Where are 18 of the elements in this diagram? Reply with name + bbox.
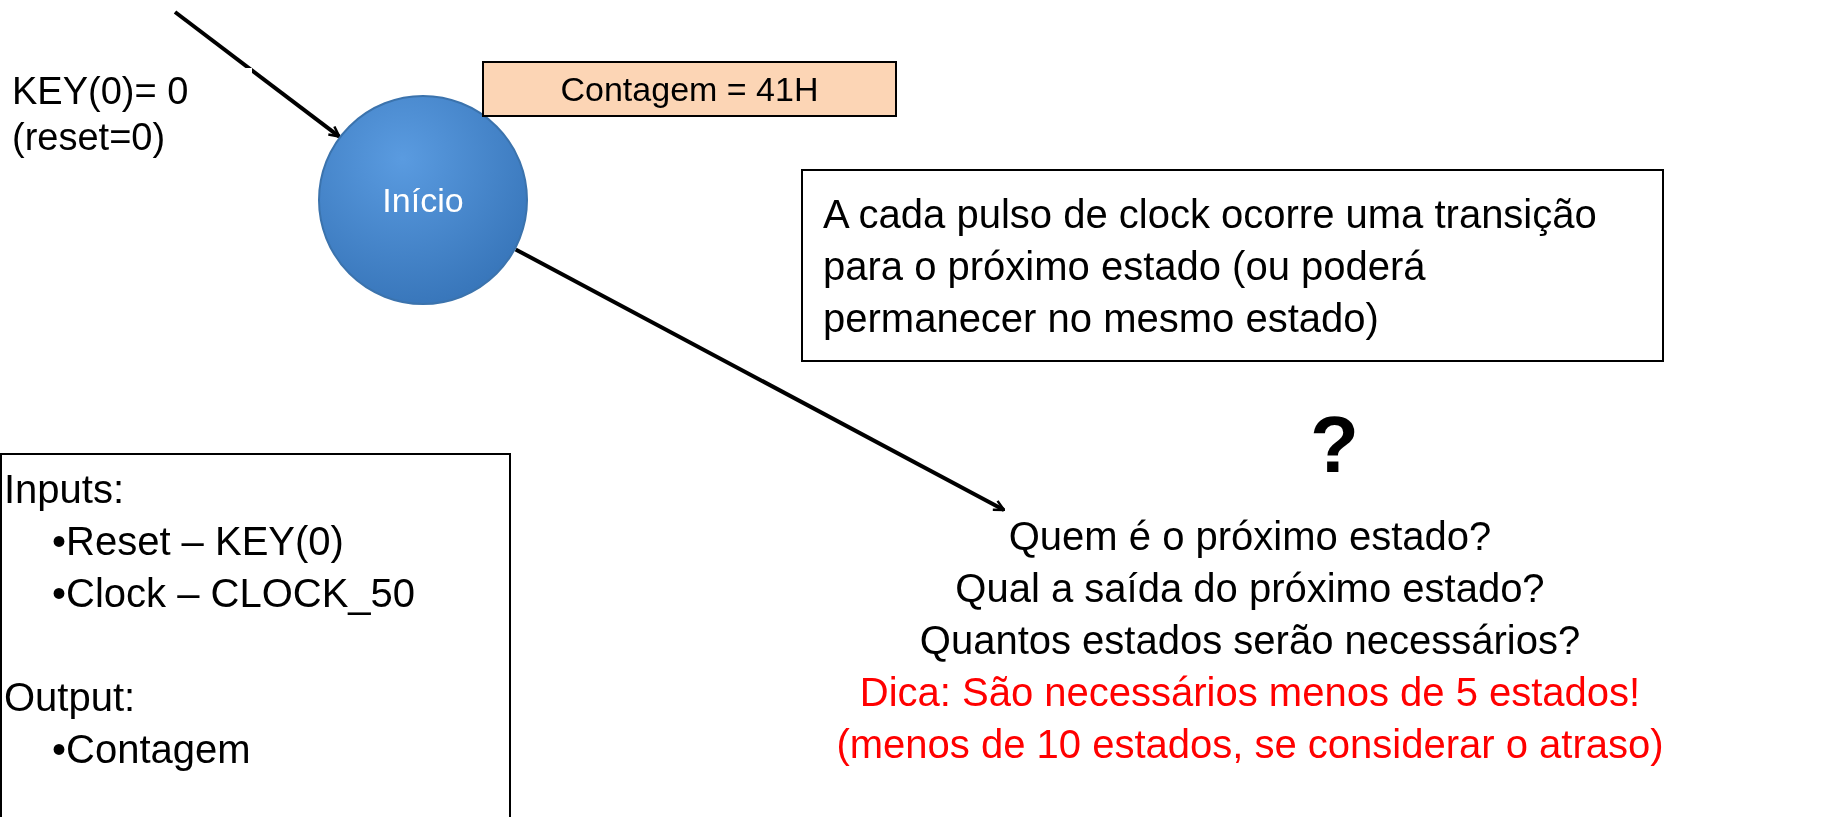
io-box xyxy=(0,453,511,817)
list-item: •Reset – KEY(0) xyxy=(51,518,345,565)
hint-text: (menos de 10 estados, se considerar o atraso) xyxy=(835,721,1665,768)
arrow xyxy=(173,10,341,139)
arrow xyxy=(514,247,1006,512)
section-heading: Inputs: xyxy=(3,466,126,513)
hint-text: Dica: São necessários menos de 5 estados! xyxy=(858,669,1642,716)
list-item: •Contagem xyxy=(51,726,252,773)
state-circle: Início xyxy=(318,95,528,305)
section-heading: Output: xyxy=(3,674,137,721)
value-box: Contagem = 41H xyxy=(482,61,897,117)
note-box: A cada pulso de clock ocorre uma transição para o próximo estado (ou poderá permanecer no mesmo estado) xyxy=(801,169,1664,362)
question-mark: ? xyxy=(1310,405,1359,485)
question-line: Quem é o próximo estado? xyxy=(1007,513,1493,560)
edge-label: KEY(0)= 0 (reset=0) xyxy=(12,68,252,161)
question-line: Qual a saída do próximo estado? xyxy=(954,565,1546,612)
question-line: Quantos estados serão necessários? xyxy=(918,617,1582,664)
list-item: •Clock – CLOCK_50 xyxy=(51,570,417,617)
